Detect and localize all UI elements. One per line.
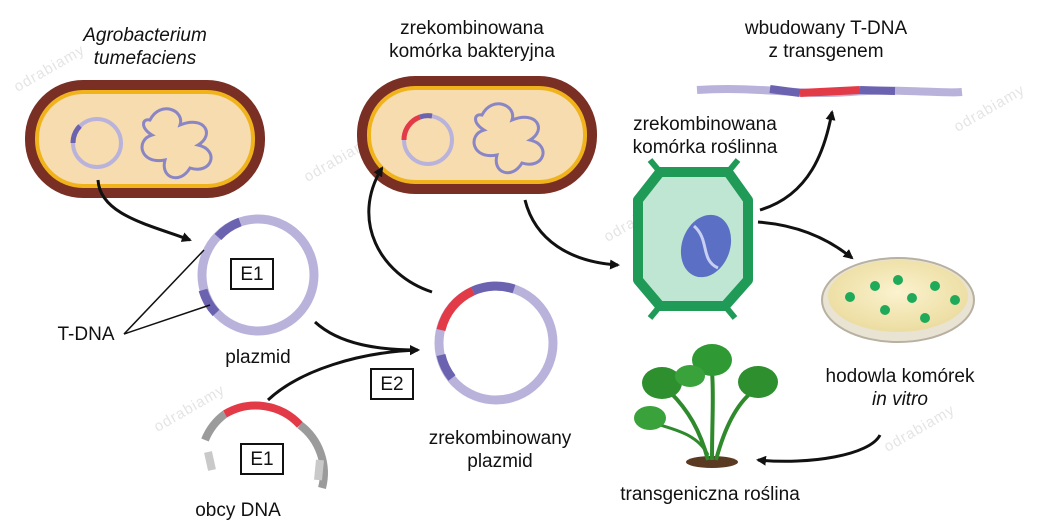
enzyme-box-e2: E2	[370, 368, 414, 400]
recombinant-bacterium-cell	[357, 76, 597, 194]
colony	[930, 281, 940, 291]
recombinant-plant-cell	[633, 158, 753, 320]
recombinant-plasmid	[434, 281, 558, 405]
label-foreign-dna: obcy DNA	[195, 500, 281, 521]
arrow	[367, 166, 433, 294]
colony	[920, 313, 930, 323]
colony	[893, 275, 903, 285]
arrow	[313, 320, 420, 355]
arrow	[756, 434, 882, 466]
agrobacterium-cell	[25, 80, 265, 198]
arrow	[96, 179, 192, 242]
integrated-tdna-strand	[696, 85, 963, 97]
label-plasmid: plazmid	[225, 347, 291, 368]
colony	[870, 281, 880, 291]
transgenic-plant	[634, 344, 778, 468]
process-arrows	[96, 110, 882, 466]
colony	[907, 293, 917, 303]
colony	[845, 292, 855, 302]
enzyme-box-e1-foreign: E1	[240, 443, 284, 475]
colony	[950, 295, 960, 305]
label-recombinant-plasmid: zrekombinowany plazmid	[428, 428, 572, 472]
chromosome	[140, 107, 213, 180]
label-integrated-tdna: wbudowany T-DNA z transgenem	[744, 18, 908, 62]
label-transgenic-plant: transgeniczna roślina	[620, 484, 800, 505]
label-cell-culture: hodowla komórek in vitro	[825, 366, 975, 410]
label-recombinant-bacterium: zrekombinowana komórka bakteryjna	[389, 18, 555, 62]
enzyme-box-e1-plasmid: E1	[230, 258, 274, 290]
arrow	[757, 220, 854, 260]
petri-dish	[821, 257, 975, 343]
foreign-dna	[201, 401, 328, 490]
label-agrobacterium: Agrobacterium tumefaciens	[83, 25, 207, 69]
arrow	[266, 345, 420, 402]
label-tdna: T-DNA	[57, 324, 115, 345]
arrow	[759, 110, 836, 212]
label-recombinant-plant-cell: zrekombinowana komórka roślinna	[632, 114, 778, 158]
colony	[880, 305, 890, 315]
arrow	[523, 199, 620, 270]
ti-plasmid	[123, 214, 319, 336]
